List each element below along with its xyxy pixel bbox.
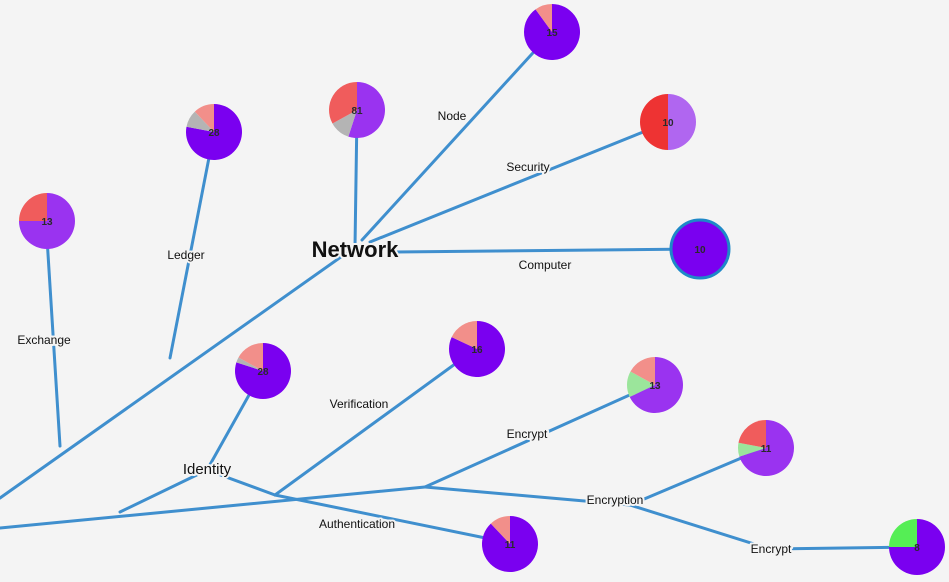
node-leaf-count: 15 xyxy=(546,28,558,39)
edge-network-node xyxy=(362,32,552,240)
label-encrypt-1[interactable]: Encrypt xyxy=(507,427,548,441)
identity-leaf-count: 28 xyxy=(257,367,269,378)
label-authentication[interactable]: Authentication xyxy=(319,517,395,531)
edge-branch-ledger xyxy=(170,132,214,358)
label-network[interactable]: Network xyxy=(312,237,400,262)
identity-leaf-pie[interactable]: 28 xyxy=(235,343,291,399)
exchange-leaf-pie[interactable]: 13 xyxy=(19,193,75,249)
exchange-leaf-count: 13 xyxy=(41,217,53,228)
label-exchange[interactable]: Exchange xyxy=(17,333,71,347)
encrypt-1-leaf-count: 13 xyxy=(649,381,661,392)
edge-encryption-encrypt-2 xyxy=(630,505,770,549)
encryption-leaf-count: 11 xyxy=(761,444,772,455)
encrypt-1-leaf-pie[interactable]: 13 xyxy=(627,357,683,413)
security-leaf-count: 10 xyxy=(662,118,674,129)
security-leaf-pie[interactable]: 10 xyxy=(640,94,696,150)
encryption-leaf-pie[interactable]: 11 xyxy=(738,420,794,476)
label-identity[interactable]: Identity xyxy=(183,461,232,478)
label-verification[interactable]: Verification xyxy=(330,397,389,411)
verification-leaf-pie[interactable]: 16 xyxy=(449,321,505,377)
encrypt-2-leaf-slice-1 xyxy=(889,519,917,547)
authentication-leaf-count: 11 xyxy=(505,540,516,551)
pie-nodes: 15 81 28 13 10 10 28 16 11 13 11 8 xyxy=(19,4,945,575)
label-encryption[interactable]: Encryption xyxy=(587,493,644,507)
computer-leaf-pie[interactable]: 10 xyxy=(671,220,729,278)
label-ledger[interactable]: Ledger xyxy=(167,248,204,262)
ledger-leaf-pie[interactable]: 28 xyxy=(186,104,242,160)
authentication-leaf-pie[interactable]: 11 xyxy=(482,516,538,572)
edge-verification-leaf xyxy=(275,348,477,495)
label-encrypt-2[interactable]: Encrypt xyxy=(751,542,792,556)
label-node[interactable]: Node xyxy=(438,109,467,123)
node-leaf-pie[interactable]: 15 xyxy=(524,4,580,60)
network-leaf-pie[interactable]: 81 xyxy=(329,82,385,138)
encrypt-2-leaf-pie[interactable]: 8 xyxy=(889,519,945,575)
network-leaf-count: 81 xyxy=(351,106,363,117)
verification-leaf-count: 16 xyxy=(471,345,483,356)
ledger-leaf-count: 28 xyxy=(208,128,220,139)
encrypt-2-leaf-count: 8 xyxy=(914,543,920,554)
computer-leaf-count: 10 xyxy=(694,245,706,256)
label-security[interactable]: Security xyxy=(506,160,549,174)
edge-root-network xyxy=(0,247,355,498)
edge-network-computer xyxy=(395,249,700,252)
label-computer[interactable]: Computer xyxy=(519,258,572,272)
